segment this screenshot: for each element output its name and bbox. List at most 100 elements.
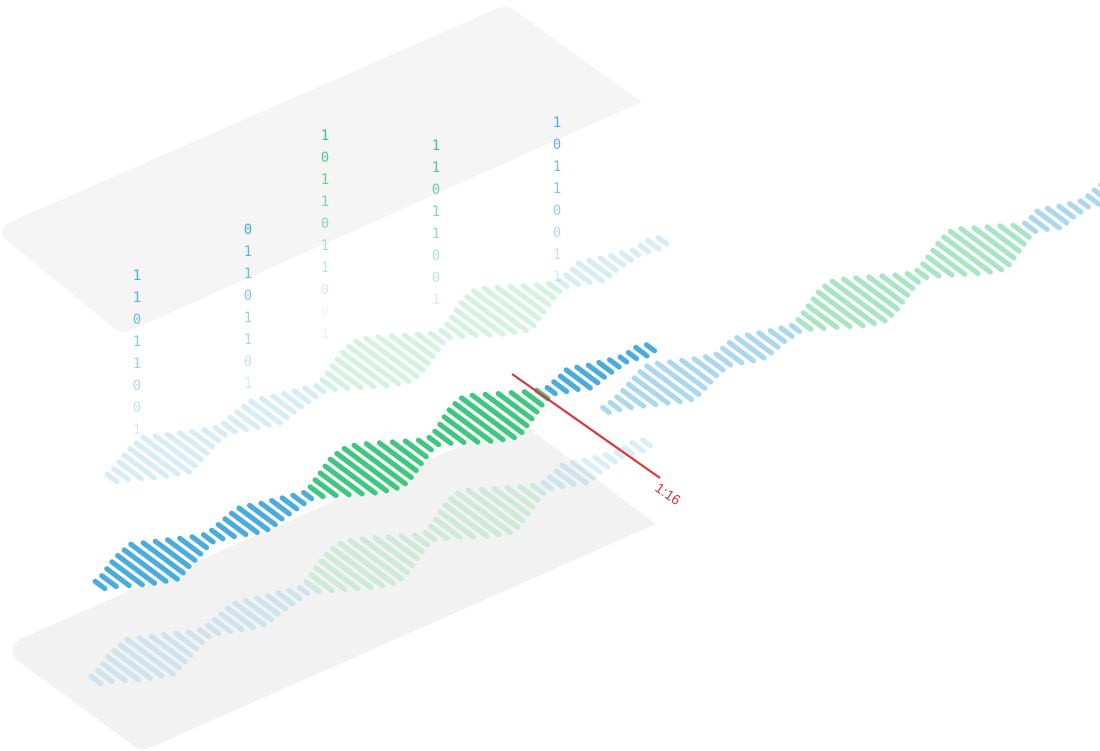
ghost-bar (353, 339, 412, 384)
ghost-bar (111, 466, 131, 483)
lower-ghost-waveform (88, 437, 654, 687)
ghost-bar (319, 377, 338, 393)
ghost-bar (133, 440, 181, 477)
ghost-bar (455, 490, 513, 536)
waveform-bar (437, 421, 467, 445)
waveform-bar (312, 477, 339, 499)
ghost-bar (637, 243, 652, 255)
ghost-bar (329, 363, 364, 391)
waveform-bar (551, 379, 570, 395)
ghost-bar (559, 462, 589, 486)
extended-bar (644, 363, 695, 403)
ghost-bar (205, 622, 222, 637)
ghost-bar (111, 647, 154, 681)
extended-bar (614, 394, 634, 411)
ghost-bar (491, 486, 531, 517)
ghost-bar (629, 439, 646, 454)
extended-bar (620, 387, 647, 409)
ghost-bar (318, 558, 361, 592)
binary-digit: 1 (244, 310, 252, 326)
waveform-bar (115, 552, 158, 586)
ghost-bar (212, 425, 228, 438)
binary-digit: 1 (321, 172, 329, 188)
ghost-bar (225, 605, 256, 631)
ghost-bar (248, 398, 283, 426)
extended-bar (726, 340, 757, 364)
waveform-bar (544, 385, 558, 397)
ghost-bar (645, 237, 662, 252)
waveform-bar (415, 437, 434, 453)
extended-bar (625, 381, 659, 408)
ghost-bar (414, 331, 441, 353)
ghost-bar (437, 509, 477, 540)
ghost-bar (254, 595, 281, 617)
extended-bar (866, 274, 906, 305)
extended-bar (920, 261, 942, 279)
waveform-bar (189, 534, 210, 551)
binary-digit: 0 (321, 304, 329, 320)
extended-bar (879, 273, 911, 298)
waveform-bar (606, 357, 622, 370)
ghost-bar (337, 540, 396, 586)
extended-bar (713, 351, 734, 368)
ghost-bar (372, 535, 415, 569)
waveform-bar (574, 364, 601, 386)
ghost-bar (478, 486, 526, 524)
ghost-bar (359, 536, 410, 576)
playhead-marker (511, 373, 661, 479)
binary-digit: 1 (244, 332, 252, 348)
ghost-bar (330, 545, 386, 589)
extended-bar (904, 271, 922, 285)
ghost-bar (136, 635, 182, 671)
ghost-bar (227, 415, 249, 433)
ghost-bar (556, 278, 570, 290)
extended-bar (1056, 203, 1077, 220)
ghost-bar (621, 445, 636, 457)
extended-bar (925, 254, 955, 278)
ghost-bar (243, 597, 274, 623)
binary-digit: 1 (553, 115, 561, 131)
ghost-bar (88, 673, 104, 687)
ghost-bar (529, 482, 547, 497)
binary-digit: 1 (133, 334, 141, 350)
ghost-bar (302, 385, 319, 400)
ghost-bar (448, 496, 502, 538)
waveform-bar (322, 463, 365, 497)
ghost-bar (438, 327, 454, 341)
waveform-bar (596, 359, 615, 375)
ghost-bar (148, 633, 188, 665)
ghost-bar (270, 393, 297, 415)
ghost-bar (334, 356, 377, 390)
ghost-bar (241, 403, 272, 428)
ghost-bar (602, 452, 618, 465)
waveform-bar (402, 438, 429, 460)
ghost-bar (520, 283, 552, 308)
extended-bar (756, 330, 781, 350)
binary-digit: 0 (432, 248, 440, 264)
waveform-bar (121, 547, 169, 584)
ghost-bar (597, 255, 619, 273)
ghost-bar (401, 332, 436, 360)
ghost-bar (444, 321, 466, 339)
ghost-bar (347, 537, 404, 582)
binary-digit: 1 (244, 376, 252, 392)
waveform-bar (140, 540, 186, 576)
waveform-bar (258, 500, 285, 522)
ghost-bar (275, 590, 296, 607)
binary-digit: 0 (244, 222, 252, 238)
ghost-bar (442, 502, 490, 539)
extended-bar (1028, 214, 1050, 232)
extended-bar (1091, 187, 1100, 198)
ghost-bar (388, 333, 431, 367)
binary-digit: 0 (432, 182, 440, 198)
extended-bar (984, 224, 1022, 254)
ghost-bar (385, 534, 420, 562)
extended-bar (767, 328, 788, 345)
ghost-bar (95, 668, 115, 685)
ghost-bar (201, 427, 222, 444)
extended-bar (631, 375, 671, 406)
binary-digit: 0 (553, 137, 561, 153)
waveform-bar (104, 566, 132, 589)
waveform-bar (222, 516, 249, 538)
waveform-bar (495, 391, 535, 422)
